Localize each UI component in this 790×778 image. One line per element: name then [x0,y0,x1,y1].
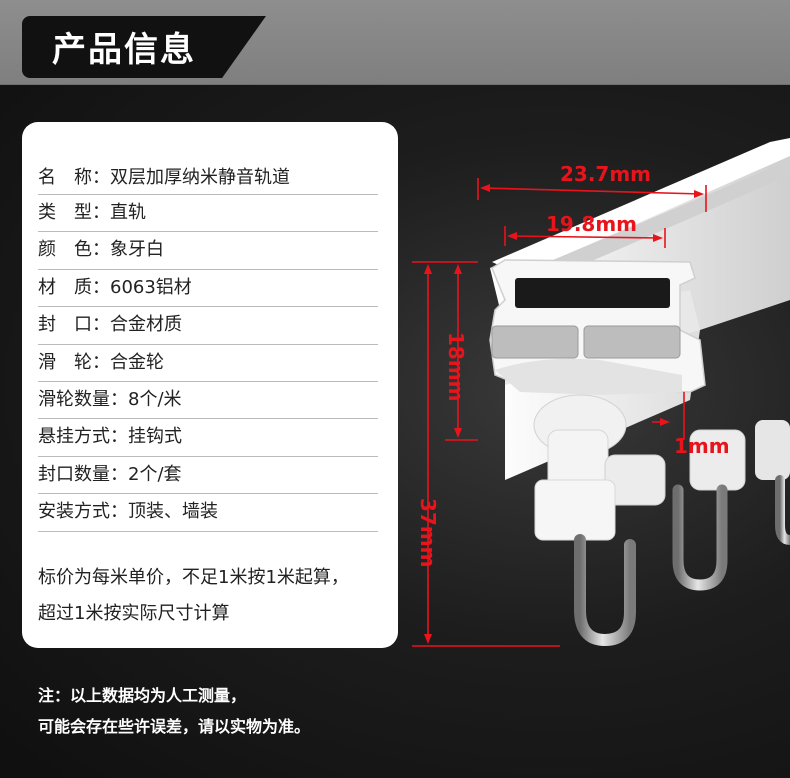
dimension-width-inner: 19.8mm [546,212,638,236]
spec-label: 材 质： [38,276,110,298]
rail-chamber [583,325,681,359]
price-note: 标价为每米单价，不足1米按1米起算， 超过1米按实际尺寸计算 [38,560,388,632]
spec-list: 名 称：双层加厚纳米静音轨道 类 型：直轨 颜 色：象牙白 材 质：6063铝材… [38,162,378,532]
spec-value: 2个/套 [128,463,182,485]
spec-row-hanging: 悬挂方式：挂钩式 [38,419,378,457]
spec-row-type: 类 型：直轨 [38,195,378,233]
measurement-disclaimer: 注：以上数据均为人工测量， 可能会存在些许误差，请以实物为准。 [38,680,310,742]
pulley-carriers [533,394,790,541]
spec-value: 象牙白 [110,239,164,261]
spec-label: 封口数量： [38,463,128,485]
spec-value: 挂钩式 [128,426,182,448]
spec-row-cap-count: 封口数量：2个/套 [38,457,378,495]
spec-label: 安装方式： [38,501,128,523]
spec-label: 颜 色： [38,239,110,261]
spec-value: 合金材质 [110,314,182,336]
spec-label: 类 型： [38,202,110,223]
spec-label: 封 口： [38,314,110,336]
spec-value: 6063铝材 [110,276,192,298]
dimension-lip: 1mm [674,434,730,458]
spec-value: 合金轮 [110,351,164,373]
dimension-lines [412,178,707,647]
spec-label: 悬挂方式： [38,426,128,448]
spec-label: 名 称： [38,167,110,188]
spec-row-material: 材 质：6063铝材 [38,270,378,308]
rail-profile-face [489,259,706,395]
spec-value: 顶装、墙装 [128,501,218,523]
title-tag [22,16,266,78]
spec-card: 名 称：双层加厚纳米静音轨道 类 型：直轨 颜 色：象牙白 材 质：6063铝材… [22,122,398,648]
disclaimer-line: 可能会存在些许误差，请以实物为准。 [38,717,311,736]
spec-row-pulley: 滑 轮：合金轮 [38,345,378,382]
rail-chamber [491,325,579,359]
spec-row-pulley-count: 滑轮数量：8个/米 [38,382,378,420]
spec-row-install: 安装方式：顶装、墙装 [38,494,378,532]
page-title: 产品信息 [52,30,196,70]
spec-value: 8个/米 [128,388,182,410]
spec-value: 双层加厚纳米静音轨道 [110,167,290,188]
price-note-line: 标价为每米单价，不足1米按1米起算， [38,567,349,588]
spec-value: 直轨 [110,202,146,223]
price-note-line: 超过1米按实际尺寸计算 [38,603,230,624]
spec-label: 滑轮数量： [38,388,128,410]
disclaimer-line: 注：以上数据均为人工测量， [38,686,247,705]
dimension-height-total: 37mm [416,498,440,568]
spec-label: 滑 轮： [38,351,110,373]
spec-row-cap: 封 口：合金材质 [38,307,378,345]
dimension-height-upper: 18mm [444,332,468,402]
spec-row-name: 名 称：双层加厚纳米静音轨道 [38,162,378,195]
steel-hooks [574,475,790,647]
dimension-width-outer: 23.7mm [560,162,652,186]
spec-row-color: 颜 色：象牙白 [38,232,378,270]
rail-groove [515,278,670,308]
